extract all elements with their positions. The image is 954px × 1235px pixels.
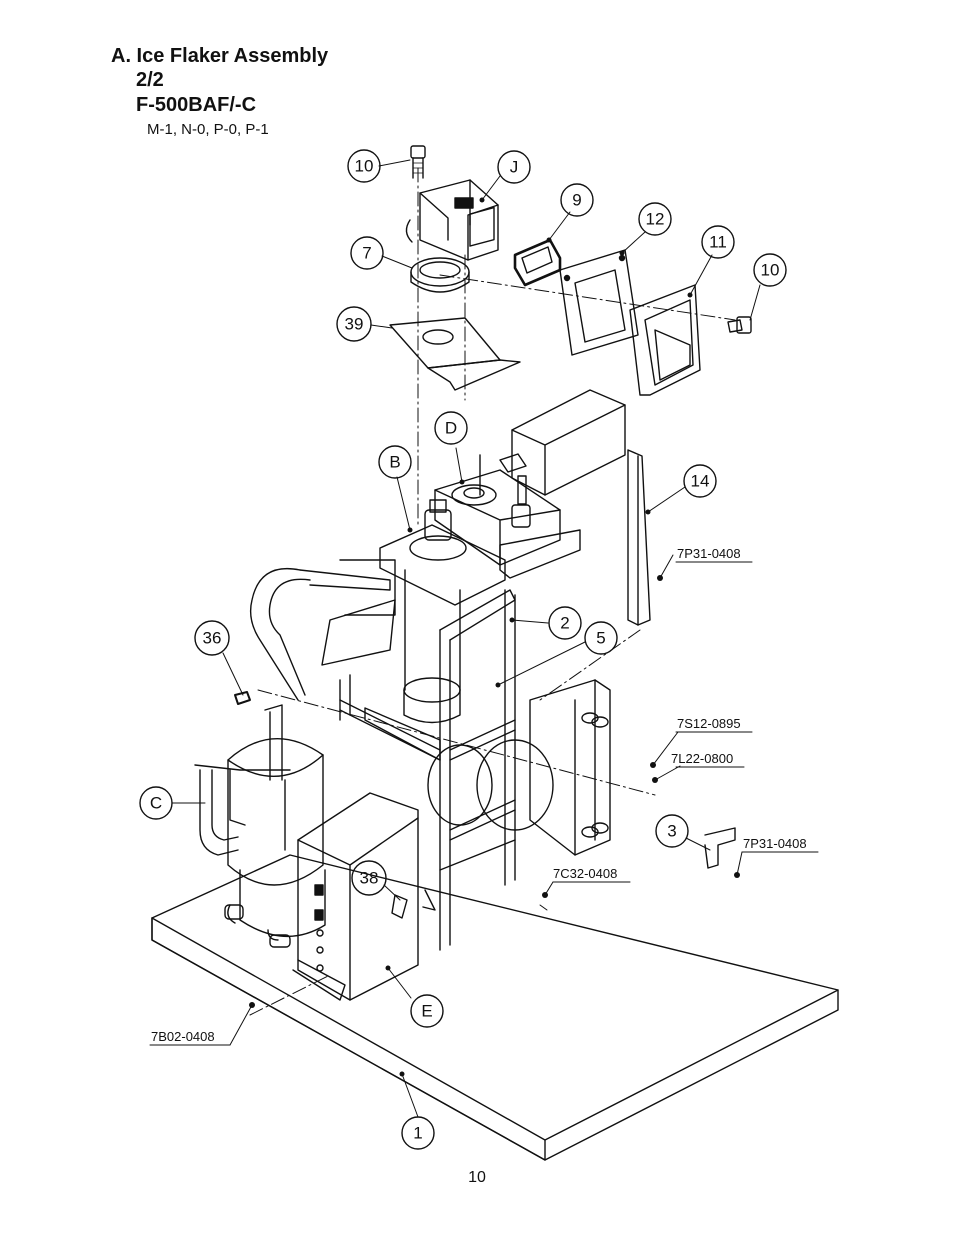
svg-text:E: E (421, 1002, 432, 1021)
svg-text:12: 12 (646, 210, 665, 229)
callout-9: 9 (560, 183, 594, 217)
bracket-39 (389, 317, 521, 391)
svg-text:10: 10 (355, 157, 374, 176)
part-code-labels: 7P31-0408 7S12-0895 7L22-0800 7P31-0408 … (151, 546, 807, 1044)
svg-text:D: D (445, 419, 457, 438)
frame (339, 589, 516, 951)
part-code-7l22: 7L22-0800 (671, 751, 733, 766)
callout-12: 12 (638, 202, 672, 236)
page-number: 10 (468, 1169, 486, 1186)
callout-5: 5 (584, 621, 618, 655)
callout-10-right: 10 (753, 253, 787, 287)
callout-11: 11 (701, 225, 735, 259)
svg-text:10: 10 (761, 261, 780, 280)
evaporator (321, 499, 506, 724)
callout-10-top: 10 (347, 149, 381, 183)
svg-text:36: 36 (203, 629, 222, 648)
svg-text:2: 2 (560, 614, 569, 633)
svg-text:J: J (510, 158, 519, 177)
sheet-indicator: 2/2 (136, 69, 164, 91)
svg-text:9: 9 (572, 191, 581, 210)
compressor (224, 737, 326, 948)
svg-text:B: B (389, 453, 400, 472)
leader-dots (249, 197, 740, 1077)
part-code-7b02: 7B02-0408 (151, 1029, 215, 1044)
part-code-7c32: 7C32-0408 (553, 866, 617, 881)
bolt-right (727, 316, 752, 334)
part-code-7p31-upper: 7P31-0408 (677, 546, 741, 561)
ring-7 (410, 257, 470, 293)
callout-39: 39 (336, 306, 372, 342)
strip-14 (627, 449, 651, 626)
model-number: F-500BAF/-C (136, 94, 257, 116)
outlet-11 (629, 284, 701, 396)
callout-3: 3 (655, 814, 689, 848)
callout-1: 1 (401, 1116, 435, 1150)
tubing (194, 568, 391, 856)
section-title: A. Ice Flaker Assembly (111, 45, 329, 67)
callout-7: 7 (350, 236, 384, 270)
callout-14: 14 (683, 464, 717, 498)
part-code-7p31-lower: 7P31-0408 (743, 836, 807, 851)
bracket-3 (704, 827, 736, 869)
svg-text:1: 1 (413, 1124, 422, 1143)
callout-38: 38 (351, 860, 387, 896)
callout-b: B (378, 445, 412, 479)
callout-d: D (434, 411, 468, 445)
svg-text:39: 39 (345, 315, 364, 334)
callout-2: 2 (548, 606, 582, 640)
revision-codes: M-1, N-0, P-0, P-1 (147, 121, 269, 138)
clip-36 (234, 691, 251, 705)
svg-text:38: 38 (360, 869, 379, 888)
gear-motor (479, 389, 626, 528)
bolt-top (410, 145, 426, 179)
chute-j (405, 179, 499, 261)
svg-text:C: C (150, 794, 162, 813)
svg-text:5: 5 (596, 629, 605, 648)
control-box (292, 792, 436, 1001)
plate-12 (559, 249, 639, 356)
callout-e: E (410, 994, 444, 1028)
callout-bubbles: 10 J 9 7 12 11 10 39 D B 14 2 5 36 C 38 … (139, 149, 787, 1150)
gasket-9 (513, 238, 562, 287)
condenser-unit (427, 679, 611, 856)
center-lines (249, 167, 736, 1016)
callout-j: J (497, 150, 531, 184)
part-code-7s12: 7S12-0895 (677, 716, 741, 731)
gear-motor-mount (434, 469, 581, 579)
svg-text:7: 7 (362, 244, 371, 263)
svg-text:3: 3 (667, 822, 676, 841)
callout-36: 36 (194, 620, 230, 656)
svg-text:14: 14 (691, 472, 710, 491)
base-plate (151, 854, 839, 1161)
svg-text:11: 11 (709, 233, 727, 252)
leader-lines (149, 159, 819, 1118)
callout-c: C (139, 786, 173, 820)
